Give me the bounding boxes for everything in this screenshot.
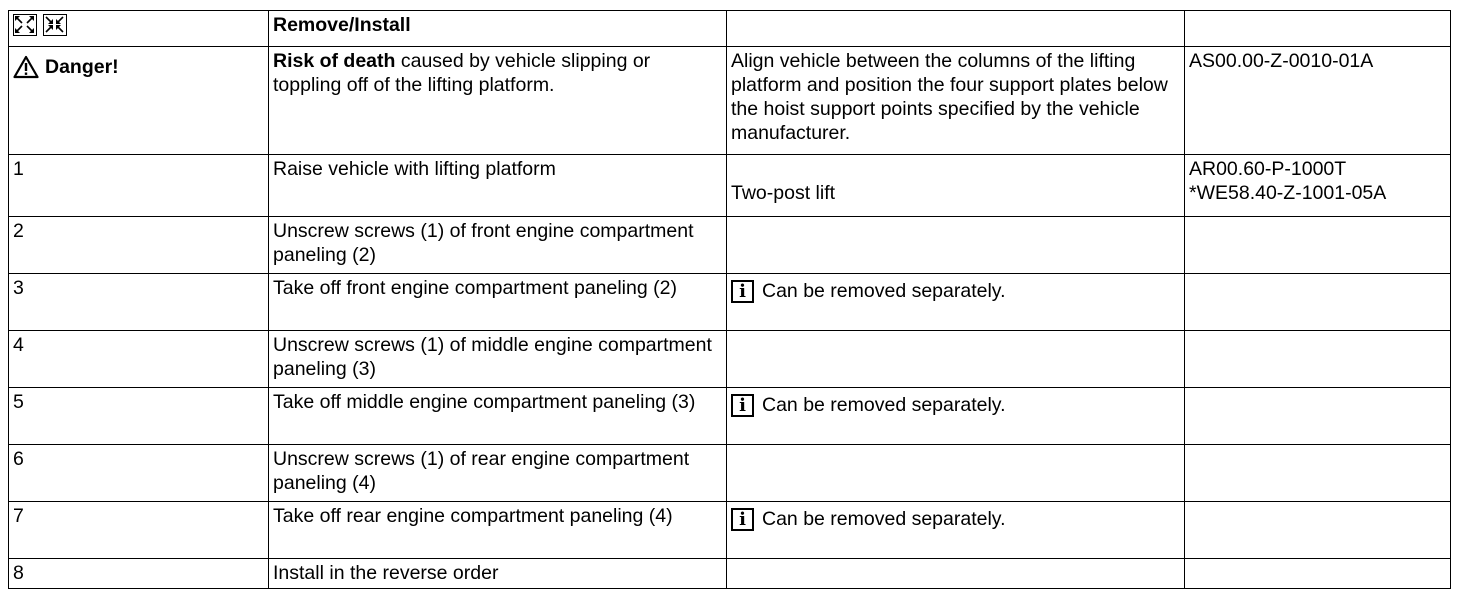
danger-row: Danger! Risk of death caused by vehicle … (8, 46, 1451, 155)
step-empty-cell (1184, 216, 1451, 274)
step-number: 8 (8, 558, 269, 589)
step-empty-cell (726, 216, 1185, 274)
step-empty-cell (1184, 330, 1451, 388)
step-number: 4 (8, 330, 269, 388)
step-row: 4 Unscrew screws (1) of middle engine co… (8, 330, 1451, 388)
step-row: 6 Unscrew screws (1) of rear engine comp… (8, 444, 1451, 502)
step-empty-cell (1184, 387, 1451, 445)
step-text: Take off front engine compartment paneli… (268, 273, 727, 331)
step-info-cell: i Can be removed separately. (726, 387, 1185, 445)
danger-label-cell: Danger! (8, 46, 269, 155)
step-number: 1 (8, 154, 269, 217)
section-title: Remove/Install (268, 10, 727, 47)
step-row: 5 Take off middle engine compartment pan… (8, 387, 1451, 445)
info-icon[interactable]: i (731, 507, 754, 531)
step-empty-cell (1184, 558, 1451, 589)
info-text: Can be removed separately. (762, 508, 1006, 530)
view-toggle-cell (8, 10, 269, 47)
step-note: Two-post lift (731, 182, 836, 204)
risk-text: caused by vehicle slipping or toppling o… (273, 50, 651, 96)
step-text: Unscrew screws (1) of middle engine comp… (268, 330, 727, 388)
step-number: 7 (8, 501, 269, 559)
step-number: 3 (8, 273, 269, 331)
step-empty-cell (1184, 273, 1451, 331)
info-icon[interactable]: i (731, 393, 754, 417)
procedure-table: Remove/Install Danger! Risk of death cau… (8, 10, 1451, 589)
step-row: 3 Take off front engine compartment pane… (8, 273, 1451, 331)
info-text: Can be removed separately. (762, 394, 1006, 416)
step-number: 6 (8, 444, 269, 502)
step-row: 8 Install in the reverse order (8, 558, 1451, 589)
danger-reference-link[interactable]: AS00.00-Z-0010-01A (1184, 46, 1451, 155)
info-icon[interactable]: i (731, 279, 754, 303)
step-info-cell: i Can be removed separately. (726, 501, 1185, 559)
step-text: Raise vehicle with lifting platform (268, 154, 727, 217)
step-text: Install in the reverse order (268, 558, 727, 589)
step-row: 1 Raise vehicle with lifting platform Tw… (8, 154, 1451, 217)
step-reference-link[interactable]: AR00.60-P-1000T (1189, 158, 1347, 180)
step-reference-link[interactable]: *WE58.40-Z-1001-05A (1189, 182, 1387, 204)
step-reference-cell: AR00.60-P-1000T *WE58.40-Z-1001-05A (1184, 154, 1451, 217)
step-info-cell: i Can be removed separately. (726, 273, 1185, 331)
step-empty-cell (726, 444, 1185, 502)
info-text: Can be removed separately. (762, 280, 1006, 302)
danger-risk-cell: Risk of death caused by vehicle slipping… (268, 46, 727, 155)
header-empty-cell (1184, 10, 1451, 47)
step-number: 2 (8, 216, 269, 274)
step-text: Unscrew screws (1) of rear engine compar… (268, 444, 727, 502)
step-empty-cell (726, 558, 1185, 589)
step-row: 7 Take off rear engine compartment panel… (8, 501, 1451, 559)
step-text: Take off middle engine compartment panel… (268, 387, 727, 445)
warning-triangle-icon (13, 55, 39, 79)
expand-arrows-icon[interactable] (13, 14, 37, 36)
step-row: 2 Unscrew screws (1) of front engine com… (8, 216, 1451, 274)
step-empty-cell (1184, 501, 1451, 559)
step-empty-cell (1184, 444, 1451, 502)
header-row: Remove/Install (8, 10, 1451, 47)
risk-heading: Risk of death (273, 50, 396, 72)
danger-instruction: Align vehicle between the columns of the… (726, 46, 1185, 155)
step-empty-cell (726, 330, 1185, 388)
step-note-cell: Two-post lift (726, 154, 1185, 217)
collapse-arrows-icon[interactable] (43, 14, 67, 36)
header-empty-cell (726, 10, 1185, 47)
step-text: Take off rear engine compartment panelin… (268, 501, 727, 559)
step-text: Unscrew screws (1) of front engine compa… (268, 216, 727, 274)
step-number: 5 (8, 387, 269, 445)
danger-label: Danger! (45, 56, 119, 78)
